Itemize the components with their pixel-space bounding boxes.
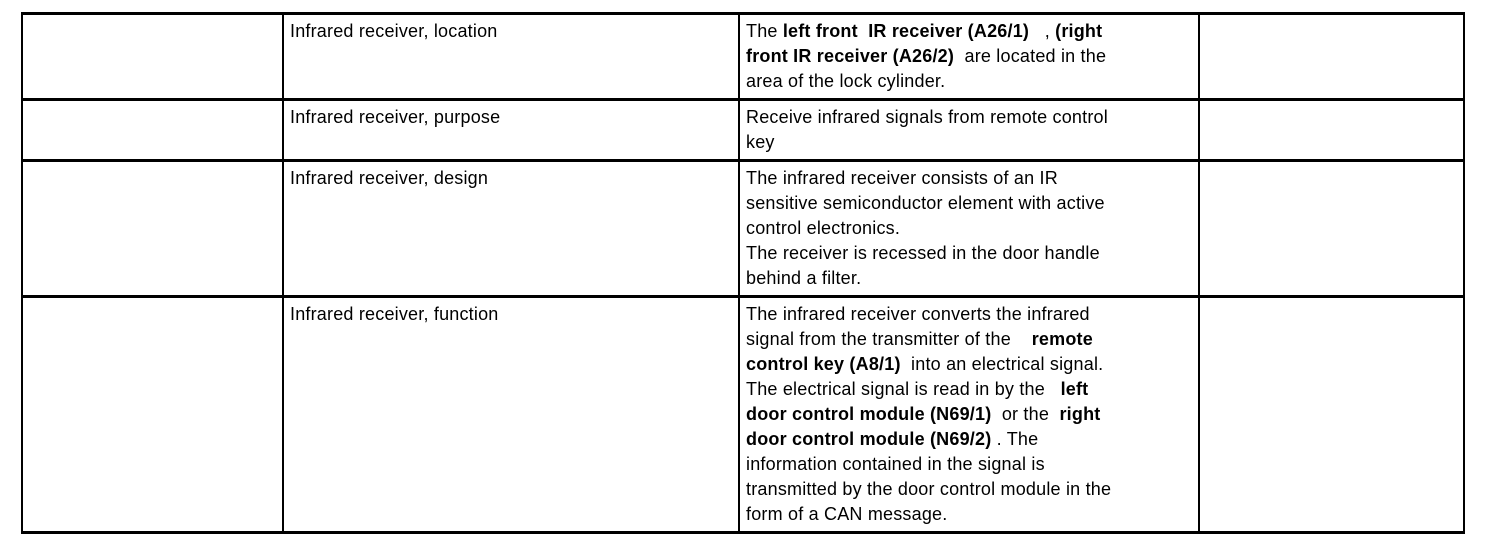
table-row: Infrared receiver, design The infrared r…: [21, 159, 1465, 298]
topic-label-cell: Infrared receiver, location: [282, 12, 740, 101]
description-cell: Receive infrared signals from remote con…: [738, 98, 1200, 162]
topic-label-cell: Infrared receiver, purpose: [282, 98, 740, 162]
description-cell: The infrared receiver consists of an IR …: [738, 159, 1200, 298]
spec-table: Infrared receiver, location The left fro…: [21, 12, 1465, 534]
table-row: Infrared receiver, location The left fro…: [21, 12, 1465, 101]
empty-cell: [1198, 159, 1465, 298]
table-row: Infrared receiver, purpose Receive infra…: [21, 98, 1465, 162]
empty-cell: [21, 98, 284, 162]
topic-label-cell: Infrared receiver, function: [282, 295, 740, 534]
topic-label-cell: Infrared receiver, design: [282, 159, 740, 298]
empty-cell: [21, 12, 284, 101]
table-row: Infrared receiver, function The infrared…: [21, 295, 1465, 534]
empty-cell: [1198, 12, 1465, 101]
empty-cell: [1198, 295, 1465, 534]
empty-cell: [1198, 98, 1465, 162]
empty-cell: [21, 159, 284, 298]
empty-cell: [21, 295, 284, 534]
description-cell: The left front IR receiver (A26/1) , (ri…: [738, 12, 1200, 101]
description-cell: The infrared receiver converts the infra…: [738, 295, 1200, 534]
